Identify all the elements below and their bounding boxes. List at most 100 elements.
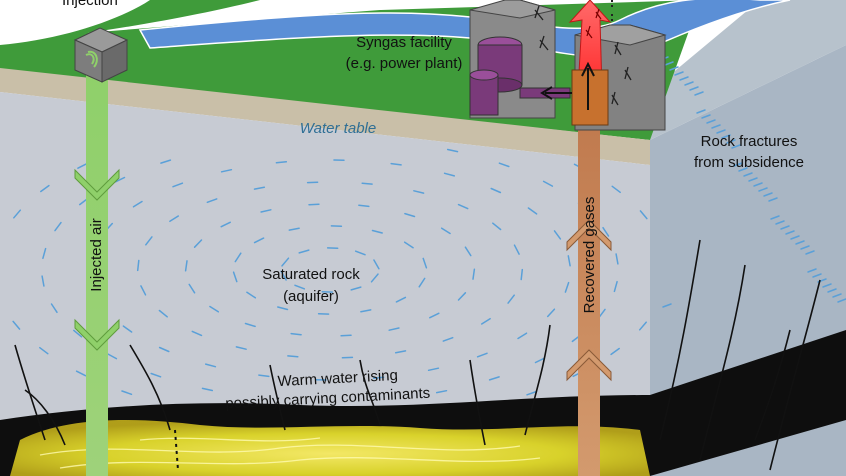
injection-label: Injection xyxy=(62,0,118,9)
water-dash xyxy=(145,236,153,246)
water-dash xyxy=(638,321,647,331)
water-dash xyxy=(446,148,459,153)
water-dash xyxy=(204,363,217,368)
water-dash xyxy=(662,303,672,308)
water-dash xyxy=(172,182,184,188)
wellhead-pipe xyxy=(571,69,609,126)
water-dash xyxy=(679,76,689,81)
water-dash xyxy=(615,253,619,265)
water-dash xyxy=(220,168,233,173)
water-dash xyxy=(763,192,773,197)
water-dash xyxy=(527,207,538,215)
water-dash xyxy=(193,239,203,248)
syngas-label-line2: (e.g. power plant) xyxy=(346,55,463,72)
water-dash xyxy=(277,306,289,311)
water-dash xyxy=(480,317,491,325)
water-dash xyxy=(780,225,790,230)
water-dash xyxy=(611,185,621,194)
water-dash xyxy=(235,346,247,350)
water-dash xyxy=(442,336,454,342)
gas-chevron xyxy=(566,349,612,382)
water-dash xyxy=(602,226,610,237)
water-dash xyxy=(201,387,214,392)
water-dash xyxy=(726,139,736,144)
injection-box-icon xyxy=(73,27,129,83)
water-dash xyxy=(260,209,272,213)
water-dash xyxy=(427,367,440,372)
water-dash xyxy=(768,197,778,202)
water-dash xyxy=(275,161,288,164)
water-dash xyxy=(403,241,414,249)
water-dash xyxy=(758,187,768,192)
water-dash xyxy=(546,308,556,318)
rock-fractures xyxy=(14,239,821,471)
water-dash xyxy=(370,273,379,283)
water-dash xyxy=(258,374,270,378)
aquifer-face xyxy=(0,92,650,476)
feed-arrow xyxy=(540,86,572,100)
water-dash xyxy=(696,109,706,114)
water-dash xyxy=(361,182,373,185)
fractures-label-line1: Rock fractures xyxy=(701,133,798,150)
water-dash xyxy=(281,257,290,267)
water-dash xyxy=(122,325,133,333)
water-dash xyxy=(753,182,763,187)
water-dash xyxy=(498,162,510,168)
water-dash xyxy=(827,288,837,293)
water-dash xyxy=(567,255,571,267)
water-dash xyxy=(526,390,538,396)
water-dash xyxy=(395,296,407,303)
water-dash xyxy=(191,330,203,337)
water-dash xyxy=(42,247,47,260)
water-dash xyxy=(40,184,50,193)
water-dash xyxy=(13,209,22,219)
water-dash xyxy=(354,250,366,256)
water-dash xyxy=(807,268,817,273)
water-dash xyxy=(422,257,428,269)
water-dash xyxy=(413,190,425,194)
fractures-label-line2: from subsidence xyxy=(694,154,804,171)
water-dash xyxy=(136,259,140,272)
water-dash xyxy=(464,246,472,257)
water-dash xyxy=(684,81,694,86)
water-dash xyxy=(372,376,385,379)
water-dash xyxy=(775,220,785,225)
warm-water-label-line1: Warm water rising xyxy=(277,367,398,390)
water-dash xyxy=(340,334,352,337)
water-dash xyxy=(253,186,266,190)
water-dash xyxy=(711,124,721,129)
water-dash xyxy=(132,200,143,208)
water-dash xyxy=(404,212,416,218)
water-dash xyxy=(689,86,699,91)
water-dash xyxy=(220,221,231,228)
water-dash xyxy=(280,270,287,281)
water-dash xyxy=(394,350,407,354)
water-dash xyxy=(253,237,265,244)
water-dash xyxy=(360,309,372,313)
water-dash xyxy=(371,229,383,234)
water-dash xyxy=(674,71,684,76)
water-dash xyxy=(429,312,440,319)
water-dash xyxy=(639,210,648,220)
aquifer-label-line1: Saturated rock xyxy=(262,266,360,283)
water-dash xyxy=(812,273,822,278)
soil-layer xyxy=(0,68,650,165)
recovered-gases-label: Recovered gases xyxy=(581,197,598,314)
water-dash xyxy=(731,144,741,149)
side-top-edge xyxy=(640,0,846,140)
water-dash xyxy=(435,389,448,394)
water-dash xyxy=(188,283,196,294)
water-dash xyxy=(308,203,320,206)
water-dash xyxy=(785,230,795,235)
water-dash xyxy=(472,268,476,280)
water-dash xyxy=(669,66,679,71)
water-dash xyxy=(800,245,810,250)
water-dash xyxy=(716,129,726,134)
water-dash xyxy=(54,221,62,232)
water-dash xyxy=(350,286,362,291)
water-dash xyxy=(805,250,815,255)
water-dash xyxy=(50,303,58,314)
water-dash xyxy=(795,240,805,245)
water-dash xyxy=(610,347,620,356)
